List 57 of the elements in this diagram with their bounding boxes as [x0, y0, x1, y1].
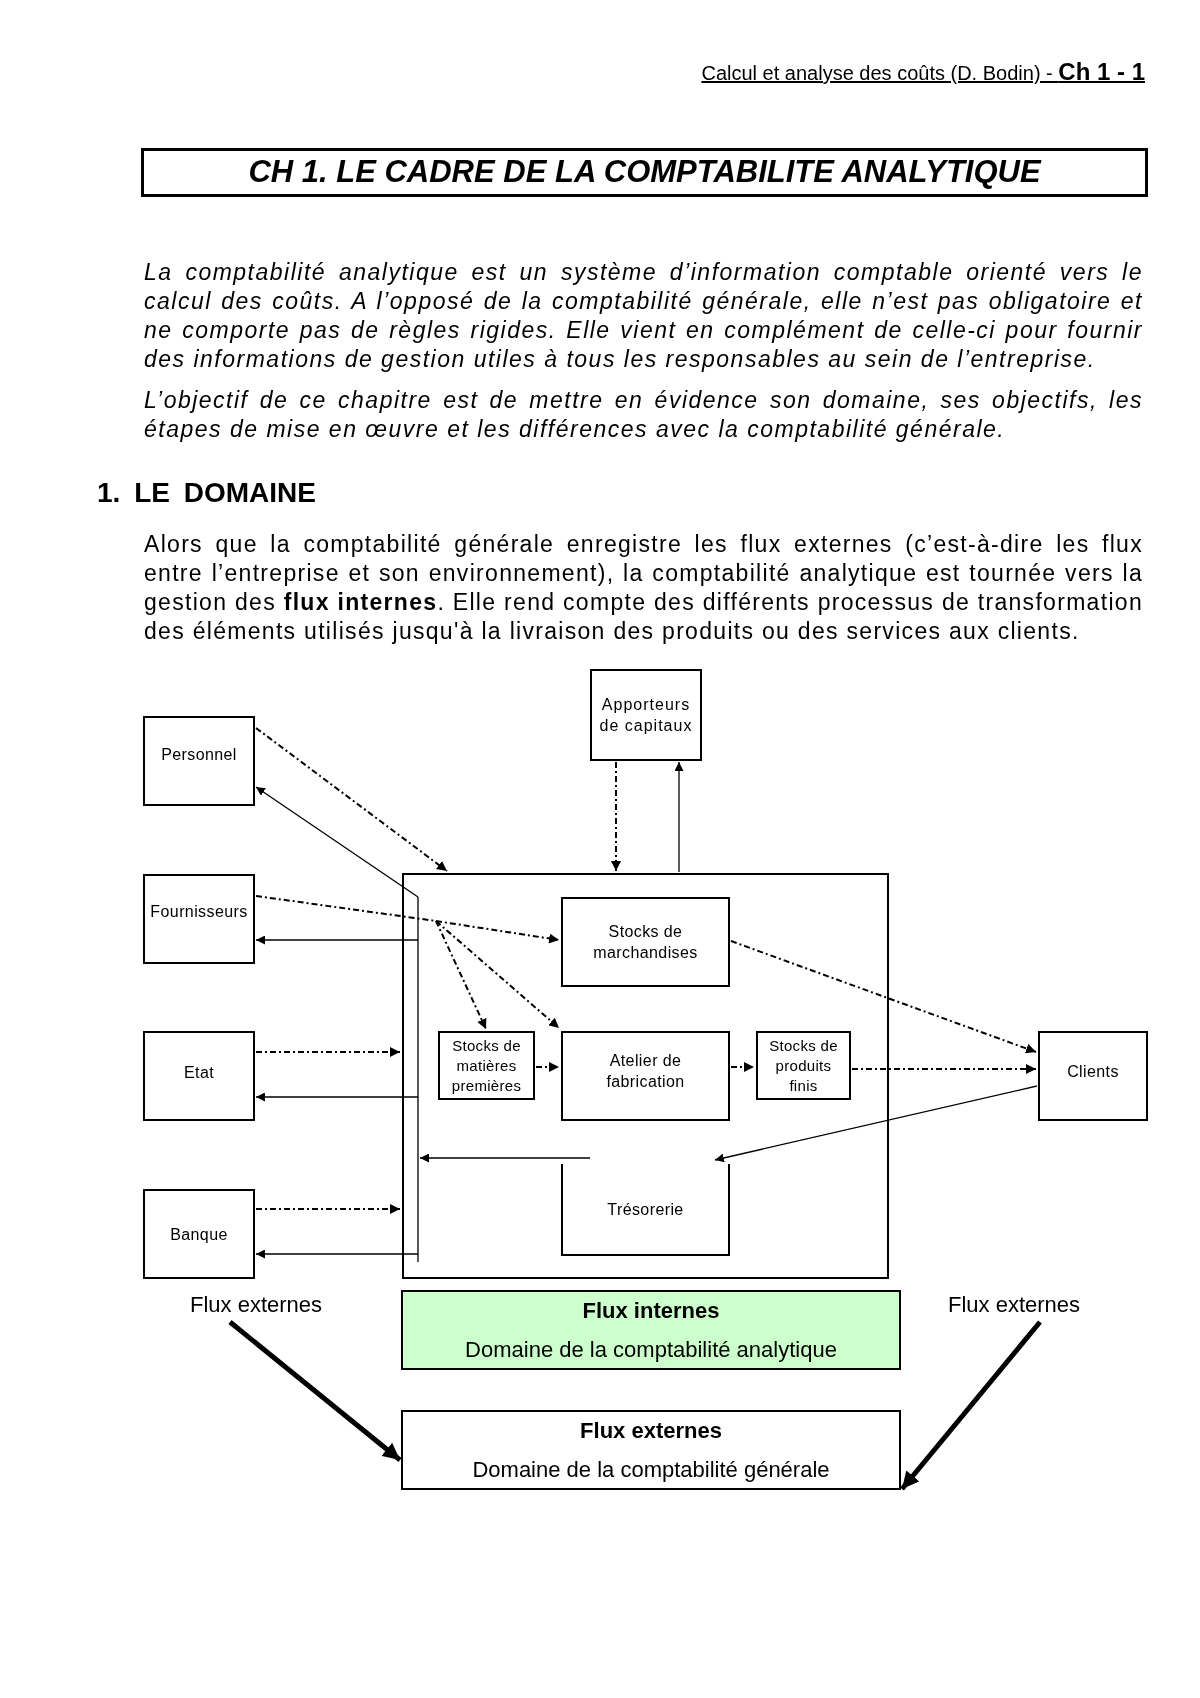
dotted-arrow	[255, 1204, 401, 1214]
dotted-arrow	[730, 1062, 755, 1072]
paragraph: La comptabilité analytique est un système d’information comptable orienté vers le calcul des coûts. A l’opposé de la comptabilité générale, elle n’est pas obligatoire et ne comporte pas de règles rigides. Elle vient en complément de celle-ci pour fournir des informations de gestion utiles à tous les responsables au sein de l’entreprise.	[144, 258, 1143, 374]
node-label: Domaine de la comptabilité générale	[472, 1456, 830, 1483]
node-label: Banque	[170, 1224, 228, 1245]
arrow	[714, 1085, 1038, 1163]
paragraph: Alors que la comptabilité générale enregistre les flux externes (c’est-à-dire les flux entre l’entreprise et son environnement), la comptabilité analytique est tournée vers la gestion des flux internes. Elle rend compte des différents processus de transformation des éléments utilisés jusqu'à la livraison des produits ou des services aux clients.	[144, 530, 1143, 646]
section-heading: 1. LE DOMAINE	[97, 476, 316, 510]
node-label: Personnel	[161, 744, 237, 765]
summary-box	[401, 1410, 901, 1490]
dotted-arrow	[851, 1064, 1037, 1074]
thick-arrow	[900, 1320, 1042, 1491]
process-box	[438, 1031, 535, 1100]
node-heading: Flux externes	[580, 1417, 722, 1444]
chapter-title: CH 1. LE CADRE DE LA COMPTABILITE ANALYTIQUE	[141, 148, 1148, 197]
entity-box	[1038, 1031, 1148, 1121]
dotted-arrow	[435, 920, 560, 944]
process-box	[561, 897, 730, 987]
flow-label: Flux externes	[190, 1292, 323, 1318]
arrow	[255, 935, 419, 945]
node-label: Stocks de produits finis	[768, 1035, 839, 1096]
arrow	[674, 761, 684, 873]
process-box	[561, 1031, 730, 1121]
node-heading: Flux internes	[582, 1297, 720, 1324]
node-label: Stocks de marchandises	[592, 922, 699, 963]
paragraph: L’objectif de ce chapitre est de mettre en évidence son domaine, ses objectifs, les étapes de mise en œuvre et les différences avec la comptabilité générale.	[144, 386, 1143, 444]
node-label: Domaine de la comptabilité analytique	[465, 1336, 837, 1363]
entity-box	[143, 1189, 255, 1279]
node-label: Fournisseurs	[150, 901, 248, 922]
domain-frame	[402, 873, 889, 1279]
open-box	[561, 1164, 730, 1256]
dotted-arrow	[255, 727, 448, 872]
node-label: Trésorerie	[607, 1199, 684, 1220]
node-label: Etat	[183, 1062, 215, 1083]
summary-box	[401, 1290, 901, 1370]
node-label: Stocks de matières premières	[450, 1035, 523, 1096]
arrow	[417, 896, 591, 1263]
dotted-arrow	[435, 920, 560, 1029]
flow-label: Flux externes	[948, 1292, 1081, 1318]
entity-box	[143, 874, 255, 964]
arrow	[255, 1092, 419, 1102]
arrow	[255, 786, 419, 898]
node-label: Apporteurs de capitaux	[598, 695, 694, 736]
dotted-arrow	[435, 920, 487, 1030]
entity-box	[143, 716, 255, 806]
entity-box	[590, 669, 702, 761]
entity-box	[143, 1031, 255, 1121]
dotted-arrow	[611, 761, 621, 872]
dotted-arrow	[535, 1062, 560, 1072]
running-header: Calcul et analyse des coûts (D. Bodin) - Ch 1 - 1	[701, 58, 1145, 87]
dotted-arrow	[255, 1047, 401, 1057]
node-label: Atelier de fabrication	[605, 1051, 686, 1092]
process-box	[756, 1031, 851, 1100]
arrow	[255, 1249, 419, 1259]
node-label: Clients	[1067, 1061, 1119, 1082]
thick-arrow	[228, 1320, 402, 1462]
dotted-arrow	[730, 940, 1037, 1054]
